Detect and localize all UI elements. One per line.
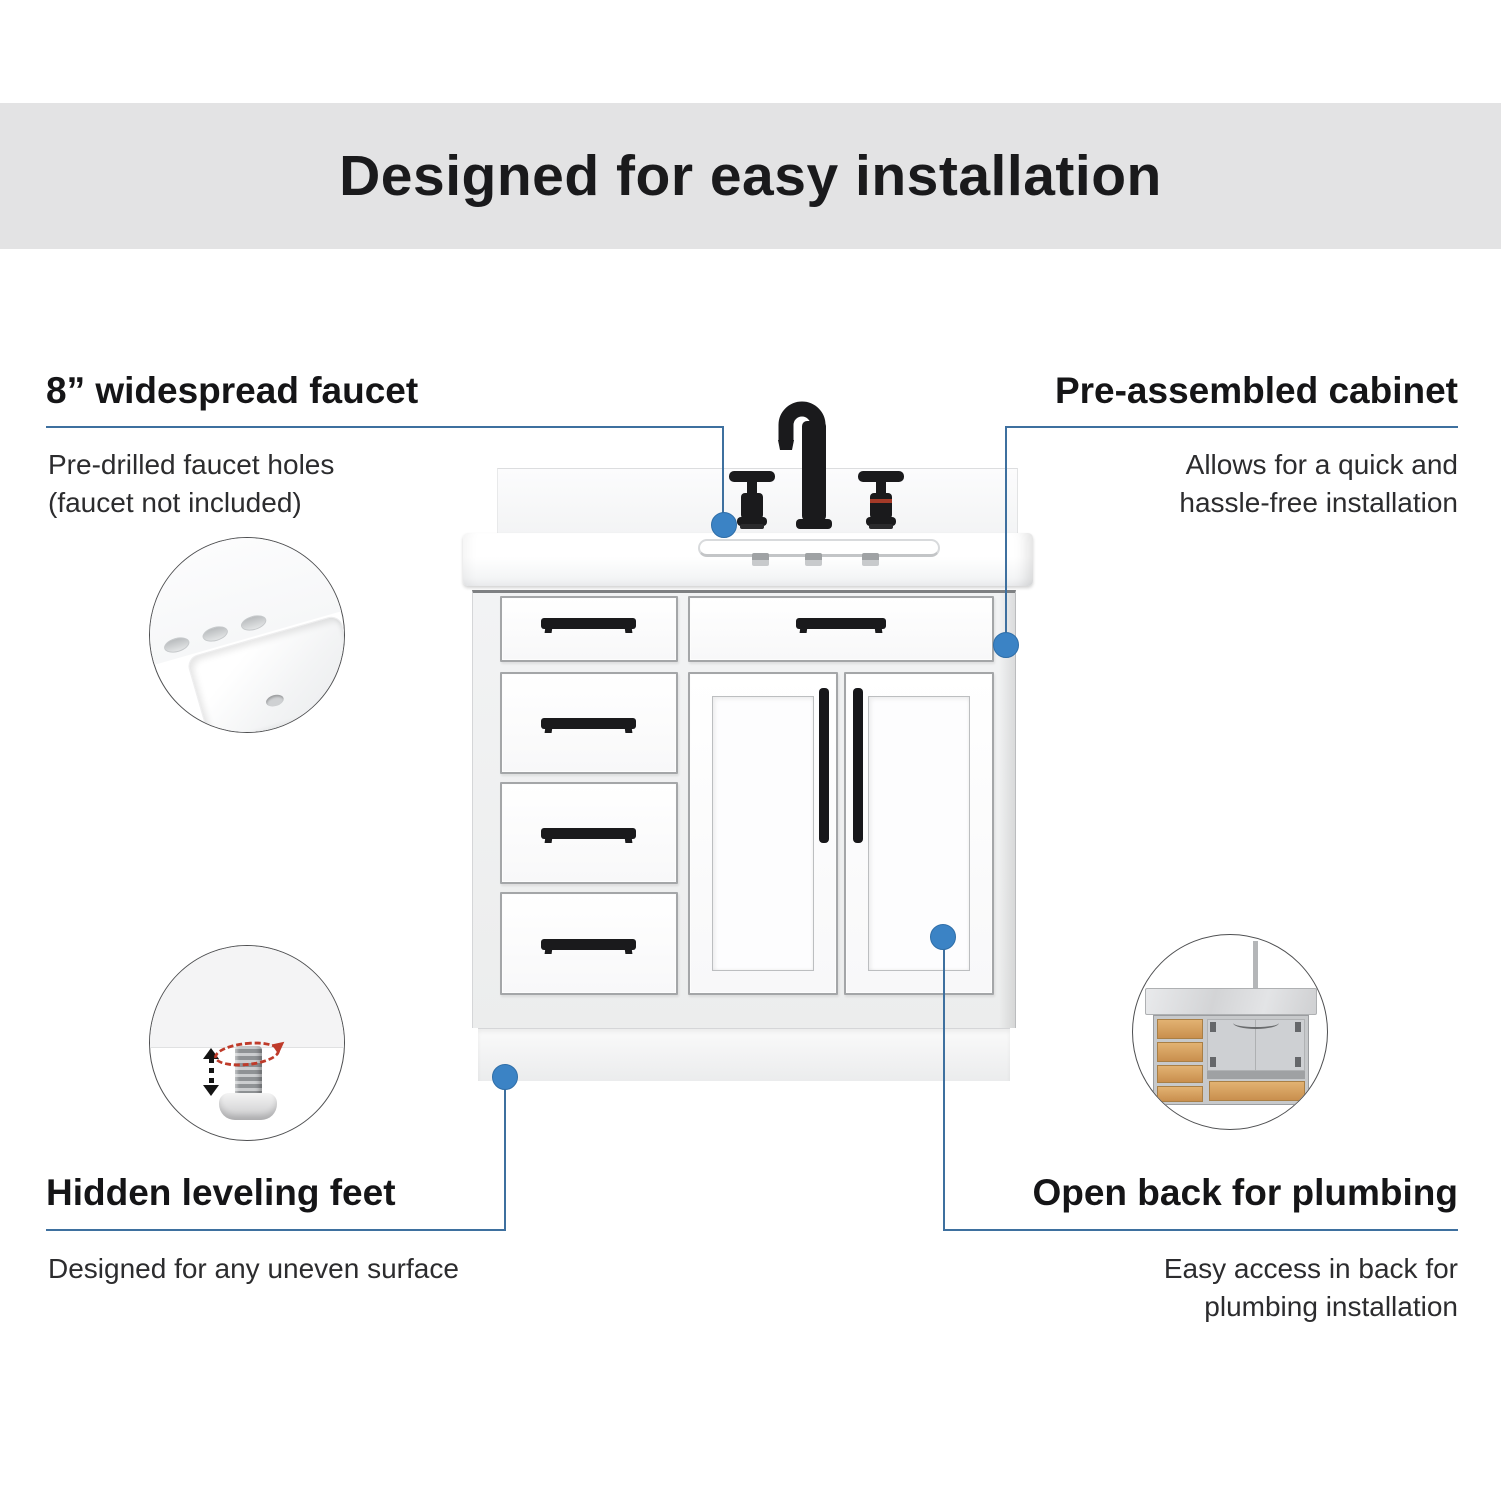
back-view-rail bbox=[1207, 1071, 1305, 1079]
wood-drawer-box bbox=[1157, 1086, 1203, 1102]
drawer-front-top-right bbox=[688, 596, 994, 662]
wood-drawer-box bbox=[1157, 1042, 1203, 1062]
callout-dot-faucet bbox=[711, 512, 737, 538]
door-handle-icon bbox=[819, 688, 829, 843]
callout-body-line: hassle-free installation bbox=[1179, 487, 1458, 518]
drawer-handle-icon bbox=[541, 718, 636, 729]
connector-line-faucet bbox=[722, 426, 724, 526]
leveling-foot-inset bbox=[149, 945, 345, 1141]
title-banner: Designed for easy installation bbox=[0, 103, 1501, 249]
callout-title-faucet: 8” widespread faucet bbox=[46, 370, 419, 411]
connector-line-feet bbox=[46, 1229, 506, 1231]
callout-body-line: Pre-drilled faucet holes bbox=[48, 449, 335, 480]
leveling-foot-pad bbox=[219, 1093, 277, 1120]
faucet-hole-icon bbox=[862, 553, 879, 566]
faucet-spout-tip bbox=[778, 440, 794, 450]
door-right-panel bbox=[868, 696, 970, 971]
callout-dot-cabinet bbox=[993, 632, 1019, 658]
connector-line-cabinet bbox=[1005, 426, 1458, 428]
plumbing-pipe-icon bbox=[1253, 941, 1258, 991]
back-view-countertop bbox=[1145, 988, 1317, 1015]
leveling-screw bbox=[235, 1046, 262, 1096]
callout-body-feet: Designed for any uneven surface bbox=[48, 1250, 459, 1288]
callout-body-line: plumbing installation bbox=[1204, 1291, 1458, 1322]
callout-body-line: (faucet not included) bbox=[48, 487, 302, 518]
wood-drawer-box bbox=[1157, 1065, 1203, 1083]
connector-line-plumbing bbox=[943, 937, 945, 1231]
drawer-handle-icon bbox=[541, 939, 636, 950]
callout-body-cabinet: Allows for a quick and hassle-free insta… bbox=[1179, 446, 1458, 522]
open-back-inset bbox=[1132, 934, 1328, 1130]
connector-line-faucet bbox=[46, 426, 724, 428]
callout-body-line: Designed for any uneven surface bbox=[48, 1253, 459, 1284]
up-down-arrow-icon bbox=[203, 1048, 219, 1096]
faucet-right-handle-bar bbox=[858, 471, 904, 482]
drawer-handle-icon bbox=[541, 618, 636, 629]
callout-body-line: Easy access in back for bbox=[1163, 1253, 1458, 1284]
cabinet-underside bbox=[150, 946, 344, 1048]
callout-body-line: Allows for a quick and bbox=[1185, 449, 1458, 480]
callout-body-faucet: Pre-drilled faucet holes (faucet not inc… bbox=[48, 446, 334, 522]
wood-drawer-box bbox=[1209, 1081, 1305, 1101]
faucet-left-handle-bar bbox=[729, 471, 775, 482]
faucet-icon bbox=[729, 401, 904, 529]
hinge-icon bbox=[1295, 1022, 1301, 1032]
faucet-spout-hook bbox=[778, 401, 826, 440]
faucet-hole-icon bbox=[752, 553, 769, 566]
door-left-panel bbox=[712, 696, 814, 971]
wood-drawer-box bbox=[1157, 1019, 1203, 1039]
callout-body-plumbing: Easy access in back for plumbing install… bbox=[1164, 1250, 1458, 1326]
cabinet-side-shade bbox=[999, 593, 1016, 1028]
drawer-handle-icon bbox=[541, 828, 636, 839]
door-handle-icon bbox=[853, 688, 863, 843]
connector-line-plumbing bbox=[943, 1229, 1458, 1231]
callout-title-feet: Hidden leveling feet bbox=[46, 1172, 396, 1213]
handle-red-ring bbox=[870, 499, 892, 503]
sink-closeup-inset bbox=[149, 537, 345, 733]
hinge-icon bbox=[1295, 1057, 1301, 1067]
page-title: Designed for easy installation bbox=[339, 144, 1162, 208]
drawer-handle-icon bbox=[796, 618, 886, 629]
faucet-hole-icon bbox=[805, 553, 822, 566]
faucet-spout-column bbox=[802, 421, 826, 521]
sink-closeup-group bbox=[150, 538, 344, 732]
connector-line-cabinet bbox=[1005, 426, 1007, 645]
callout-dot-plumbing bbox=[930, 924, 956, 950]
toe-kick bbox=[478, 1028, 1010, 1081]
drawer-front-top-left bbox=[500, 596, 678, 662]
callout-title-cabinet: Pre-assembled cabinet bbox=[1054, 370, 1458, 411]
door-brace bbox=[1233, 1017, 1279, 1029]
faucet-spout-base bbox=[796, 519, 832, 529]
callout-dot-feet bbox=[492, 1064, 518, 1090]
hinge-icon bbox=[1210, 1022, 1216, 1032]
hinge-icon bbox=[1210, 1057, 1216, 1067]
callout-title-plumbing: Open back for plumbing bbox=[1032, 1172, 1458, 1213]
connector-line-feet bbox=[504, 1077, 506, 1231]
door-seam bbox=[1255, 1019, 1256, 1071]
